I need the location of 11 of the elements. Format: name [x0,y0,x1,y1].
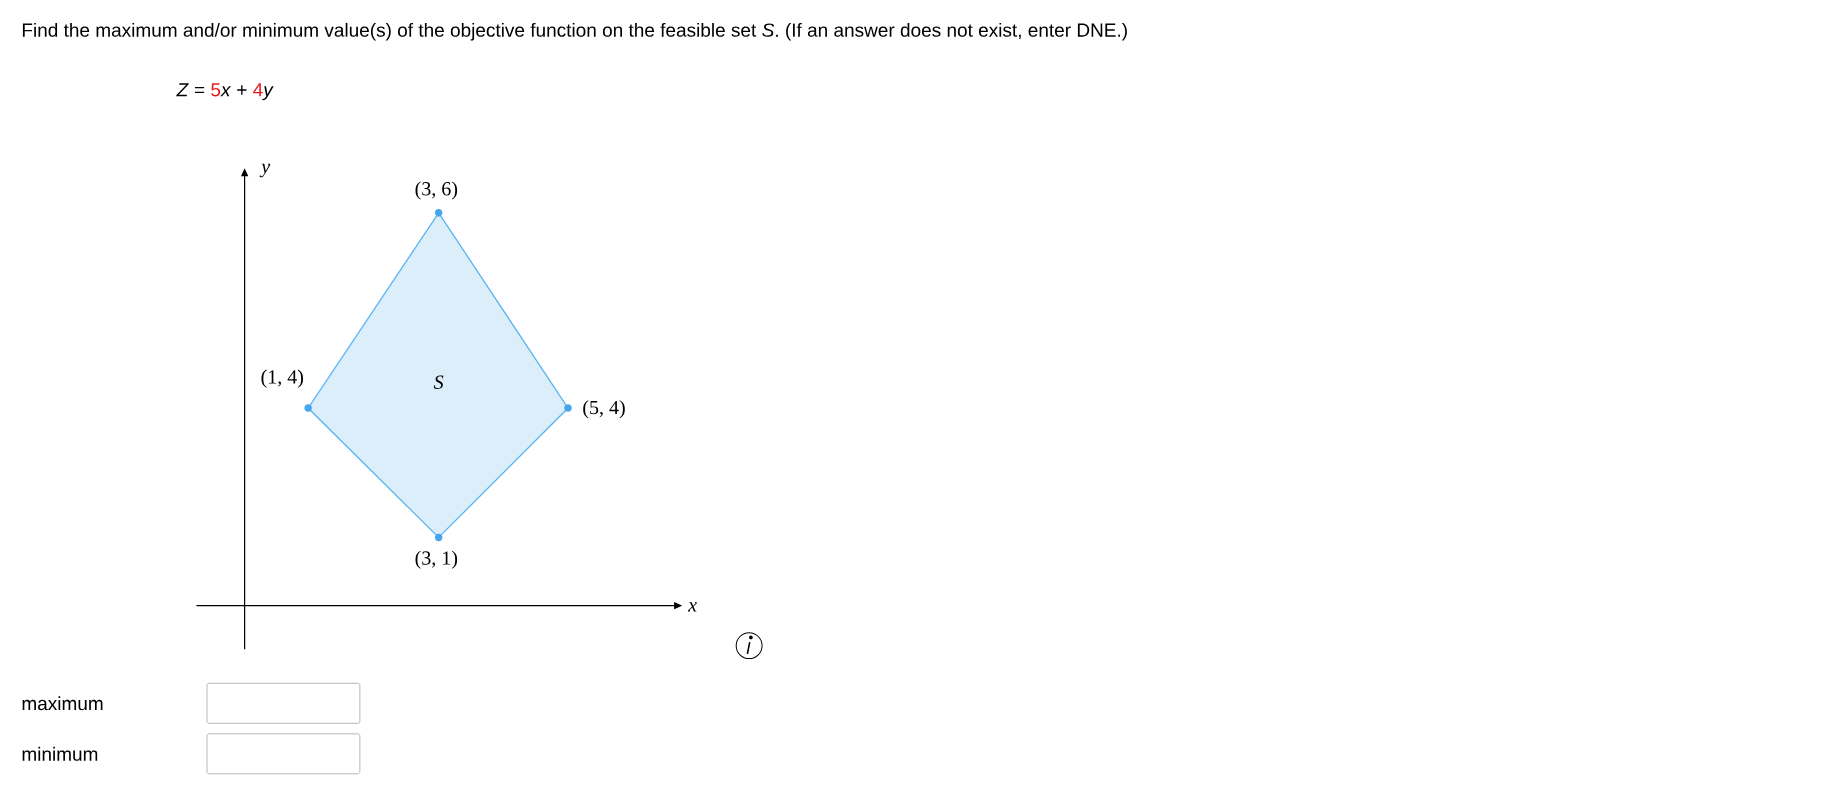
question-text: Find the maximum and/or minimum value(s) of the objective function on the feasible set S. (If an answer does not exist, enter DNE.) [22,22,1127,41]
objective-function: Z = 5x + 4y [176,83,274,101]
field-label: maximum [22,696,103,711]
axis-label: x [687,602,697,612]
axis-label: y [259,163,271,178]
label: 5 [211,83,221,97]
label: y [262,86,274,101]
label: x + [220,85,247,97]
label: Z = [176,83,205,97]
label: 4 [253,83,263,97]
field-label: minimum [22,746,98,761]
